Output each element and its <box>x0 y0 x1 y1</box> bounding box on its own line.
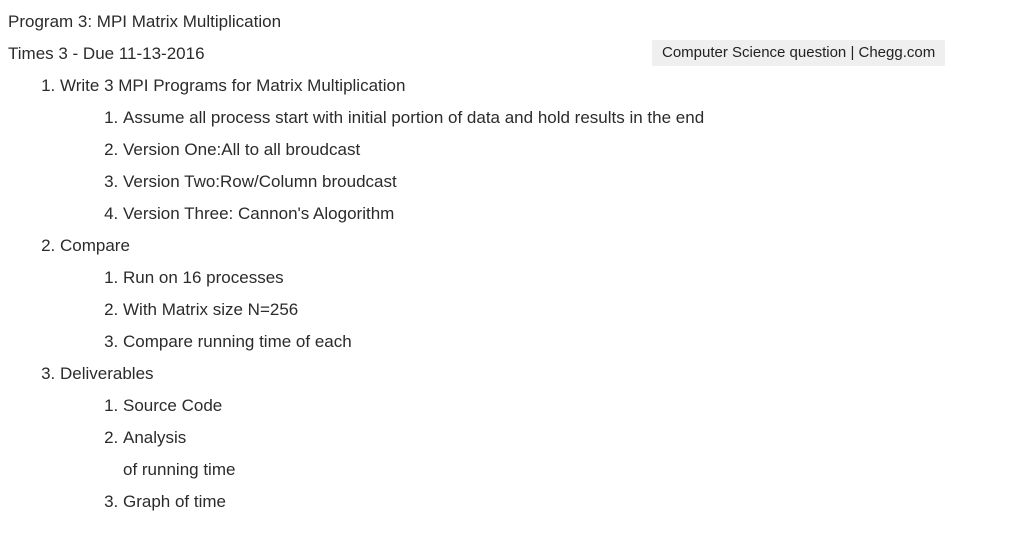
list-item: Version One:All to all broudcast <box>123 134 1008 166</box>
list-item-label: Run on 16 processes <box>123 268 284 287</box>
sublist-compare: Run on 16 processes With Matrix size N=2… <box>60 262 1008 358</box>
list-item-label: Version One:All to all broudcast <box>123 140 361 159</box>
list-item: Version Three: Cannon's Alogorithm <box>123 198 1008 230</box>
list-item: Version Two:Row/Column broudcast <box>123 166 1008 198</box>
list-item-label: Assume all process start with initial po… <box>123 108 705 127</box>
list-item-compare: Compare Run on 16 processes With Matrix … <box>60 230 1008 358</box>
list-item-label: Version Two:Row/Column broudcast <box>123 172 397 191</box>
list-item-deliverables: Deliverables Source Code Analysis of run… <box>60 358 1008 518</box>
list-item: Assume all process start with initial po… <box>123 102 1008 134</box>
document-title: Program 3: MPI Matrix Multiplication <box>8 12 282 31</box>
sublist-write-programs: Assume all process start with initial po… <box>60 102 1008 230</box>
list-item-label: Source Code <box>123 396 223 415</box>
document-subtitle-due-date: Times 3 - Due 11-13-2016 <box>8 44 205 63</box>
list-item: Analysis of running time <box>123 422 1008 486</box>
list-item: Run on 16 processes <box>123 262 1008 294</box>
list-item-label: Graph of time <box>123 492 226 511</box>
sublist-deliverables: Source Code Analysis of running time Gra… <box>60 390 1008 518</box>
list-item-continuation-line: of running time <box>123 460 236 479</box>
list-item: With Matrix size N=256 <box>123 294 1008 326</box>
list-item-label: Compare <box>60 236 130 255</box>
list-item: Graph of time <box>123 486 1008 518</box>
list-item-label: With Matrix size N=256 <box>123 300 299 319</box>
list-item-label: Analysis <box>123 428 187 447</box>
list-item: Source Code <box>123 390 1008 422</box>
list-item-write-programs: Write 3 MPI Programs for Matrix Multipli… <box>60 70 1008 230</box>
list-item-label: Version Three: Cannon's Alogorithm <box>123 204 395 223</box>
list-item-label: Write 3 MPI Programs for Matrix Multipli… <box>60 76 406 95</box>
chegg-watermark-badge: Computer Science question | Chegg.com <box>652 40 946 66</box>
assignment-document: Program 3: MPI Matrix Multiplication Tim… <box>8 6 1008 518</box>
list-item-label: Deliverables <box>60 364 154 383</box>
list-item: Compare running time of each <box>123 326 1008 358</box>
requirements-list: Write 3 MPI Programs for Matrix Multipli… <box>8 70 1008 518</box>
list-item-label: Compare running time of each <box>123 332 352 351</box>
